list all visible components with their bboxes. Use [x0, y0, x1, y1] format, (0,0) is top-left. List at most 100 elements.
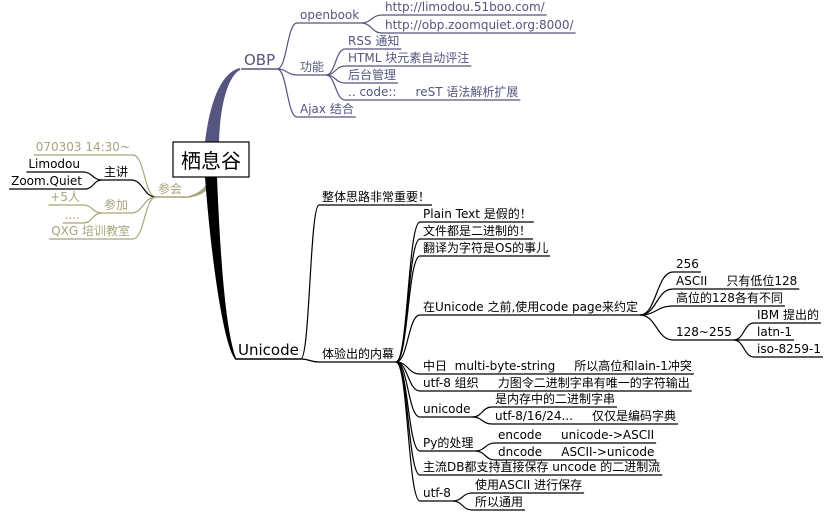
node-obp-features-items-2[interactable]: 后台管理 — [345, 67, 399, 84]
node-meeting-attend-items-0[interactable]: +5人 — [48, 190, 83, 206]
node-label: 是内存中的二进制字串 — [495, 391, 615, 406]
node-unicode-inside-codepage-range-items-0[interactable]: IBM 提出的 — [754, 307, 821, 324]
node-label: Unicode — [238, 341, 299, 359]
edge — [640, 305, 674, 316]
node-unicode-inside-cjk[interactable]: 中日 multi-byte-string 所以高位和lain-1冲突 — [420, 358, 694, 375]
root-node[interactable]: 栖息谷 — [172, 141, 250, 178]
node-unicode-inside-plain[interactable]: Plain Text 是假的！ — [420, 206, 534, 223]
node-label: dncode ASCII->unicode — [498, 445, 654, 459]
node-unicode-label[interactable]: Unicode — [235, 341, 301, 360]
connectors — [82, 14, 755, 511]
edge — [132, 154, 157, 198]
node-unicode-inside-codepage-high[interactable]: 高位的128各有不同 — [673, 290, 785, 307]
node-label: OBP — [244, 51, 275, 69]
node-unicode-overall[interactable]: 整体思路非常重要！ — [319, 189, 433, 206]
node-label: utf-8 — [423, 486, 451, 500]
node-unicode-inside-label[interactable]: 体验出的内幕 — [319, 346, 397, 363]
node-meeting-attend-items-1[interactable]: .... — [62, 208, 83, 224]
node-obp-features-items-1[interactable]: HTML 块元素自动评注 — [345, 50, 472, 67]
edge — [395, 314, 421, 363]
edge — [276, 68, 298, 118]
edge — [475, 442, 496, 452]
node-meeting-attend-label[interactable]: 参加 — [101, 197, 131, 214]
node-label: 体验出的内幕 — [322, 346, 394, 361]
node-unicode-inside-os[interactable]: 翻译为字符是OS的事儿 — [420, 240, 551, 257]
node-meeting-place[interactable]: QXG 培训教室 — [49, 223, 133, 240]
node-unicode-inside-utf8-items-0[interactable]: 使用ASCII 进行保存 — [472, 477, 585, 494]
node-unicode-inside-uni-label[interactable]: unicode — [420, 402, 473, 418]
node-unicode-inside-db[interactable]: 主流DB都支持直接保存 uncode 的二进制流 — [420, 459, 663, 476]
node-unicode-inside-codepage-n256[interactable]: 256 — [673, 257, 701, 273]
node-label: 功能 — [300, 60, 324, 74]
node-label: 后台管理 — [348, 67, 396, 82]
node-label: 主讲 — [104, 164, 128, 179]
edge — [325, 74, 346, 101]
node-label: 070303 14:30~ — [36, 140, 130, 154]
node-unicode-inside-utf8-items-1[interactable]: 所以通用 — [472, 495, 526, 511]
node-unicode-inside-codepage-ascii[interactable]: ASCII 只有低位128 — [673, 273, 800, 290]
edge — [639, 314, 674, 341]
node-meeting-speakers-names-0[interactable]: Limodou — [26, 157, 83, 173]
node-obp-openbook-label[interactable]: openbook — [297, 8, 362, 24]
edge — [395, 361, 421, 502]
node-unicode-inside-utf8-label[interactable]: utf-8 — [420, 486, 453, 502]
node-unicode-inside-codepage-range-items-1[interactable]: latn-1 — [754, 325, 794, 341]
node-meeting-label[interactable]: 参会 — [155, 181, 185, 198]
node-label: .... — [65, 208, 80, 222]
node-label: 所以通用 — [475, 495, 523, 509]
node-label: HTML 块元素自动评注 — [348, 50, 469, 65]
node-meeting-time[interactable]: 070303 14:30~ — [33, 140, 133, 156]
node-unicode-inside-uni-items-1[interactable]: utf-8/16/24... 仅仅是编码字典 — [492, 408, 678, 425]
edge — [475, 450, 496, 461]
node-label: 文件都是二进制的！ — [423, 223, 531, 238]
edge — [361, 14, 383, 24]
node-unicode-inside-uni-items-0[interactable]: 是内存中的二进制字串 — [492, 391, 618, 408]
node-obp-features-label[interactable]: 功能 — [297, 60, 327, 76]
node-unicode-inside-codepage-range-items-2[interactable]: iso-8259-1 — [754, 342, 823, 358]
node-label: 使用ASCII 进行保存 — [475, 477, 582, 492]
node-label: Py的处理 — [423, 435, 473, 450]
node-label: 高位的128各有不同 — [676, 290, 783, 305]
node-unicode-inside-py-label[interactable]: Py的处理 — [420, 435, 476, 452]
node-label: 在Unicode 之前,使用code page来约定 — [423, 299, 638, 314]
node-label: 参会 — [158, 181, 182, 196]
node-obp-ajax[interactable]: Ajax 结合 — [297, 101, 356, 118]
edge — [733, 339, 755, 358]
node-label: ASCII 只有低位128 — [676, 273, 797, 288]
branch-obp — [205, 68, 240, 142]
node-label: latn-1 — [757, 325, 792, 339]
node-label: Limodou — [28, 157, 80, 171]
node-label: 翻译为字符是OS的事儿 — [423, 240, 548, 255]
edge — [472, 416, 493, 425]
node-label: openbook — [300, 8, 359, 22]
node-unicode-inside-py-items-1[interactable]: dncode ASCII->unicode — [495, 445, 657, 461]
edge — [132, 196, 157, 240]
node-obp-openbook-urls-0[interactable]: http://limodou.51boo.com/ — [382, 0, 547, 16]
node-label: Ajax 结合 — [300, 101, 354, 116]
edge — [452, 492, 473, 502]
edge — [395, 238, 421, 363]
node-label: 参加 — [104, 197, 128, 212]
node-unicode-inside-codepage-label[interactable]: 在Unicode 之前,使用code page来约定 — [420, 299, 641, 316]
edge — [472, 406, 493, 418]
edge — [82, 204, 103, 214]
node-label: http://obp.zoomquiet.org:8000/ — [385, 18, 575, 32]
node-label: iso-8259-1 — [757, 342, 821, 356]
node-obp-features-items-3[interactable]: .. code:: reST 语法解析扩展 — [345, 85, 521, 101]
node-obp-label[interactable]: OBP — [241, 51, 278, 70]
nodes: OBP openbook http://limodou.51boo.com/http… — [9, 0, 823, 511]
branch-unicode — [205, 177, 236, 360]
node-label: IBM 提出的 — [757, 307, 819, 322]
node-label: 256 — [676, 257, 699, 271]
node-label: http://limodou.51boo.com/ — [385, 0, 546, 14]
node-unicode-inside-codepage-range-label[interactable]: 128~255 — [673, 325, 734, 341]
node-meeting-speakers-names-1[interactable]: Zoom.Quiet — [9, 174, 85, 190]
node-unicode-inside-binary[interactable]: 文件都是二进制的！ — [420, 223, 534, 240]
node-unicode-inside-utf8org[interactable]: utf-8 组织 力图令二进制字串有唯一的字符输出 — [420, 375, 692, 392]
node-obp-openbook-urls-1[interactable]: http://obp.zoomquiet.org:8000/ — [382, 18, 576, 34]
node-meeting-speakers-label[interactable]: 主讲 — [101, 164, 131, 181]
node-obp-features-items-0[interactable]: RSS 通知 — [345, 34, 402, 50]
node-label: 整体思路非常重要！ — [322, 189, 430, 204]
edge — [395, 255, 421, 363]
node-unicode-inside-py-items-0[interactable]: encode unicode->ASCII — [495, 428, 657, 444]
